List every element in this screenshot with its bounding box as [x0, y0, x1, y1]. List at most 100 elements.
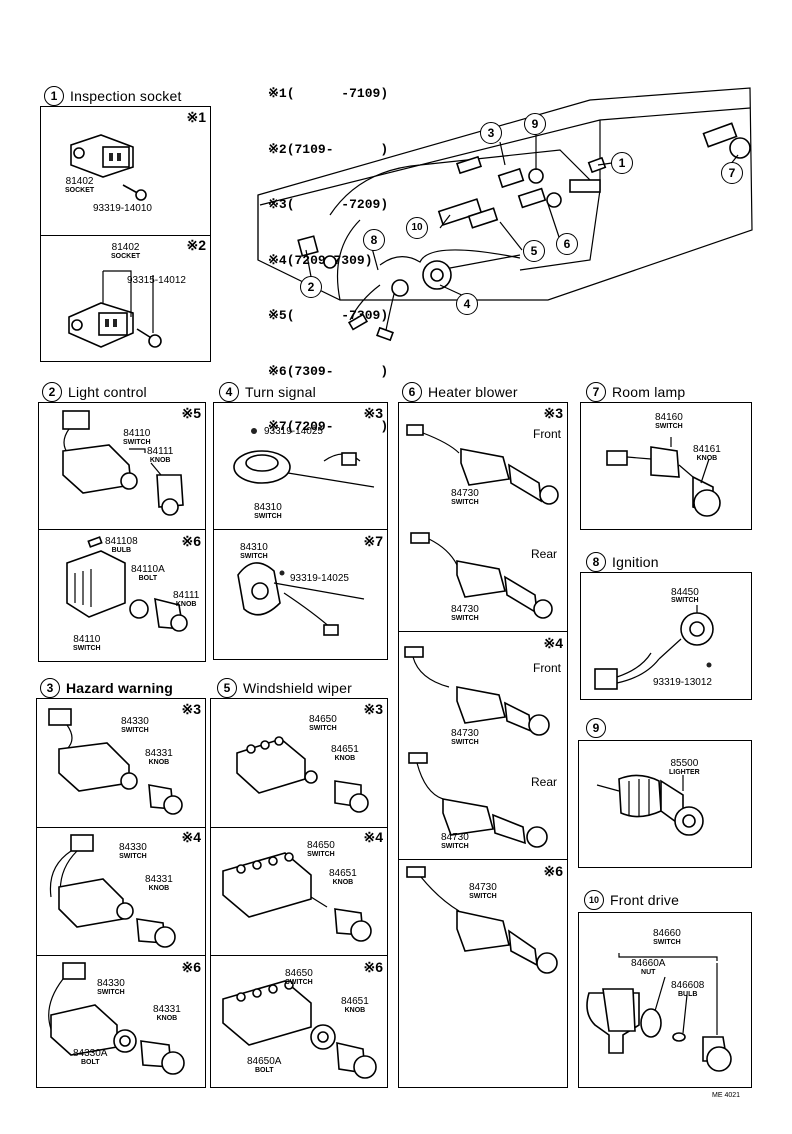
- heater-switch-illustration: [404, 424, 559, 974]
- section-title-hazard-warning: 3 Hazard warning: [40, 678, 173, 698]
- variant-mark: ※4: [181, 829, 201, 845]
- panel-divider: [37, 827, 205, 828]
- section-number: 1: [44, 86, 64, 106]
- drawing-code: ME 4021: [712, 1092, 741, 1099]
- part-label-switch: 84450: [671, 587, 699, 598]
- section-title-text: Front drive: [610, 892, 680, 908]
- variant-mark: ※5: [181, 405, 201, 421]
- hazard-switch-illustration: [48, 708, 185, 1075]
- section-title-text: Windshield wiper: [243, 680, 353, 696]
- section-number: 8: [586, 552, 606, 572]
- callout-5: 5: [523, 240, 545, 262]
- legend-row: ※7(7209- ): [268, 419, 389, 434]
- variant-mark: ※4: [363, 829, 383, 845]
- legend-row: ※3( -7209): [268, 197, 389, 212]
- section-title-text: Room lamp: [612, 384, 686, 400]
- section-number: 2: [42, 382, 62, 402]
- section-number: 10: [584, 890, 604, 910]
- callout-3: 3: [480, 122, 502, 144]
- section-title-room-lamp: 7 Room lamp: [586, 382, 685, 402]
- socket-illustration: [68, 134, 162, 348]
- position-label: Rear: [530, 547, 557, 561]
- legend-row: ※6(7309- ): [268, 363, 389, 379]
- part-label-screw: 93315-14012: [127, 275, 186, 286]
- turn-signal-illustration: [233, 428, 375, 636]
- variant-mark: ※7: [363, 533, 383, 549]
- callout-6: 6: [556, 233, 578, 255]
- panel-divider: [399, 631, 567, 632]
- section-title-text: Inspection socket: [70, 88, 182, 104]
- legend-row: ※5( -7309): [268, 308, 389, 323]
- light-switch-illustration: [62, 410, 188, 632]
- panel-divider: [211, 955, 387, 956]
- section-title-text: Heater blower: [428, 384, 518, 400]
- variant-mark: ※6: [543, 863, 563, 879]
- panel-divider: [399, 859, 567, 860]
- section-number: 3: [40, 678, 60, 698]
- wiper-switch-illustration: [222, 736, 377, 1079]
- part-label-bolt: 93319-14010: [93, 203, 152, 214]
- callout-7: 7: [721, 162, 743, 184]
- lighter-illustration: [596, 774, 704, 836]
- panel-ignition: 84450 SWITCH 93319-13012: [580, 572, 752, 700]
- callout-2: 2: [300, 276, 322, 298]
- section-title-text: Hazard warning: [66, 680, 174, 696]
- ignition-illustration: [594, 605, 714, 690]
- panel-divider: [39, 529, 205, 530]
- panel-divider: [41, 235, 210, 236]
- callout-1: 1: [611, 152, 633, 174]
- variant-mark: ※6: [363, 959, 383, 975]
- variant-mark: ※4: [543, 635, 563, 651]
- position-label: Front: [532, 427, 561, 441]
- section-title-text: Ignition: [612, 554, 659, 570]
- section-title-text: Turn signal: [245, 384, 316, 400]
- position-label: Rear: [530, 775, 557, 789]
- variant-mark: ※3: [363, 701, 383, 717]
- section-number: 7: [586, 382, 606, 402]
- part-label-screw: 93319-13012: [653, 677, 712, 688]
- callout-4: 4: [456, 293, 478, 315]
- panel-divider: [37, 955, 205, 956]
- callout-10: 10: [406, 217, 428, 239]
- callout-9: 9: [524, 113, 546, 135]
- variant-mark: ※3: [543, 405, 563, 421]
- part-label-screw: 93319-14025: [264, 426, 323, 437]
- variant-mark: ※6: [181, 533, 201, 549]
- variant-mark: ※1: [186, 109, 206, 125]
